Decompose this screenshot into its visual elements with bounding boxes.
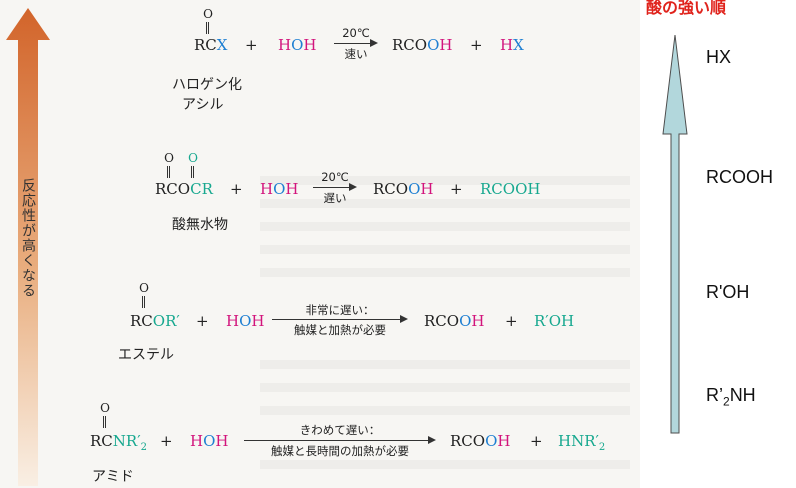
carbonyl-oxygen: O — [139, 281, 149, 295]
faint-text-line — [260, 460, 630, 469]
label-acyl-halide-line1: ハロゲン化 — [172, 77, 242, 93]
textbook-background — [0, 0, 640, 488]
reaction-arrow — [334, 43, 372, 44]
double-bond — [206, 22, 209, 34]
water: HOH — [226, 312, 265, 330]
water: HOH — [278, 36, 317, 54]
product-carboxylic-acid: RCOOH — [424, 312, 485, 330]
reactant-amide: RCNR′2 — [90, 432, 147, 453]
water: HOH — [190, 432, 229, 450]
condition-temperature: 20℃ — [321, 170, 349, 184]
reaction-arrow — [244, 440, 430, 441]
condition-speed: 速い — [344, 47, 368, 61]
plus-sign: + — [505, 312, 518, 330]
product-carboxylic-acid: RCOOH — [450, 432, 511, 450]
faint-text-line — [260, 383, 630, 392]
double-bond — [142, 296, 145, 308]
double-bond — [103, 416, 106, 428]
plus-sign: + — [230, 180, 243, 198]
reaction-arrow — [272, 319, 402, 320]
reaction-arrowhead — [400, 315, 408, 323]
faint-text-line — [260, 222, 630, 231]
acid-strength-title: 酸の強い順 — [646, 0, 727, 17]
product-carboxylic-acid: RCOOH — [373, 180, 434, 198]
product-carboxylic-acid-green: RCOOH — [480, 180, 541, 198]
condition-speed: 遅い — [323, 191, 347, 205]
plus-sign: + — [245, 36, 258, 54]
double-bond — [167, 166, 170, 178]
plus-sign: + — [530, 432, 543, 450]
plus-sign: + — [450, 180, 463, 198]
product-alcohol: R′OH — [534, 312, 575, 330]
reaction-arrowhead — [370, 39, 378, 47]
label-amide: アミド — [92, 469, 134, 485]
acid-roh: R'OH — [706, 282, 750, 302]
condition-very-slow: 非常に遅い： — [305, 303, 375, 317]
reactant-acyl-halide: RCX — [194, 36, 228, 54]
faint-text-line — [260, 245, 630, 254]
carbonyl-oxygen: O — [203, 7, 213, 21]
label-acyl-halide-line2: アシル — [182, 97, 224, 113]
condition-temperature: 20℃ — [342, 26, 370, 40]
product-amine: HNR′2 — [558, 432, 606, 453]
double-bond — [191, 166, 194, 178]
product-hx: HX — [500, 36, 524, 54]
condition-extremely-slow: きわめて遅い： — [299, 423, 381, 437]
label-ester: エステル — [118, 347, 174, 363]
plus-sign: + — [470, 36, 483, 54]
acid-hx: HX — [706, 47, 732, 67]
carbonyl-oxygen-green: O — [188, 151, 198, 165]
reaction-arrowhead — [349, 183, 357, 191]
reactant-acid-anhydride: RCOCR — [155, 180, 213, 198]
reactivity-label: 反応性が高くなる — [20, 178, 36, 298]
carbonyl-oxygen: O — [164, 151, 174, 165]
label-acid-anhydride: 酸無水物 — [172, 217, 228, 233]
faint-text-line — [260, 406, 630, 415]
reaction-arrowhead — [428, 436, 436, 444]
reaction-arrow — [313, 187, 351, 188]
condition-catalyst-heat: 触媒と加熱が必要 — [294, 323, 386, 337]
product-carboxylic-acid: RCOOH — [392, 36, 453, 54]
condition-catalyst-long-heat: 触媒と長時間の加熱が必要 — [271, 444, 409, 458]
carbonyl-oxygen: O — [100, 401, 110, 415]
reactivity-arrow — [6, 8, 50, 486]
water: HOH — [260, 180, 299, 198]
acid-rcooh: RCOOH — [706, 167, 773, 187]
faint-text-line — [260, 268, 630, 277]
faint-text-line — [260, 360, 630, 369]
plus-sign: + — [196, 312, 209, 330]
reactant-ester: RCOR′ — [130, 312, 180, 330]
acid-r2nh: R’2NH — [706, 385, 756, 409]
plus-sign: + — [160, 432, 173, 450]
acid-strength-arrow — [662, 34, 688, 434]
